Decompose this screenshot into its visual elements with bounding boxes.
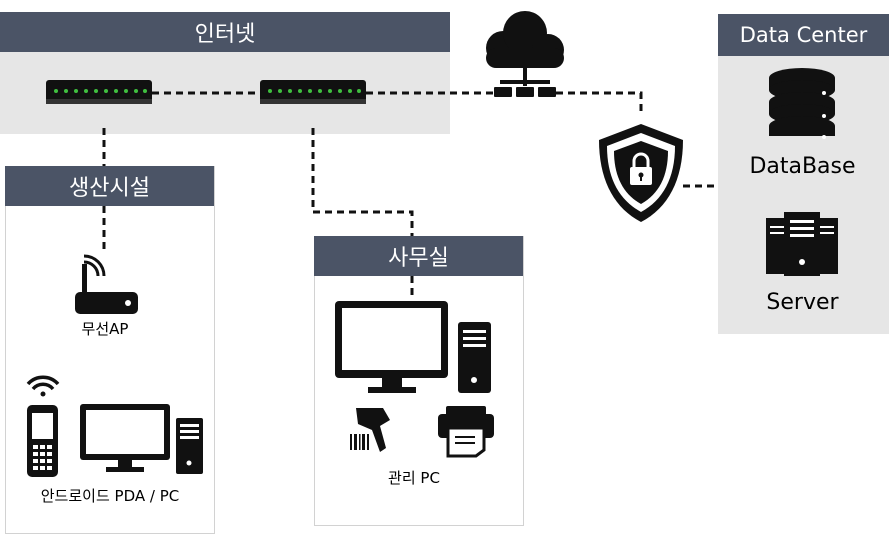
- admin-pc-label: 관리 PC: [388, 469, 440, 487]
- router-icon: [75, 254, 138, 314]
- connection-lines: [102, 91, 718, 300]
- tower-pc-icon: [176, 418, 203, 474]
- monitor-icon: [80, 404, 170, 472]
- office-header: 사무실: [314, 236, 523, 276]
- barcode-scanner-icon: [350, 408, 390, 452]
- wireless-ap-label: 무선AP: [81, 320, 129, 338]
- database-label: DataBase: [749, 154, 856, 179]
- datacenter-panel: [718, 14, 889, 334]
- internet-header: 인터넷: [0, 12, 450, 52]
- monitor-icon: [335, 301, 448, 393]
- printer-icon: [438, 406, 494, 458]
- tower-pc-icon: [458, 322, 491, 393]
- switch-icon: [260, 80, 366, 104]
- android-pda-label: 안드로이드 PDA / PC: [40, 487, 180, 505]
- switch-icon: [46, 80, 152, 104]
- server-label: Server: [766, 290, 839, 315]
- datacenter-header: Data Center: [718, 14, 889, 56]
- factory-header: 생산시설: [5, 166, 214, 206]
- shield-lock-icon: [599, 124, 683, 222]
- server-icon: [766, 212, 838, 276]
- wifi-icon: [26, 375, 60, 397]
- mobile-phone-icon: [27, 405, 58, 477]
- cloud-icon: [486, 11, 564, 97]
- database-icon: [769, 68, 835, 139]
